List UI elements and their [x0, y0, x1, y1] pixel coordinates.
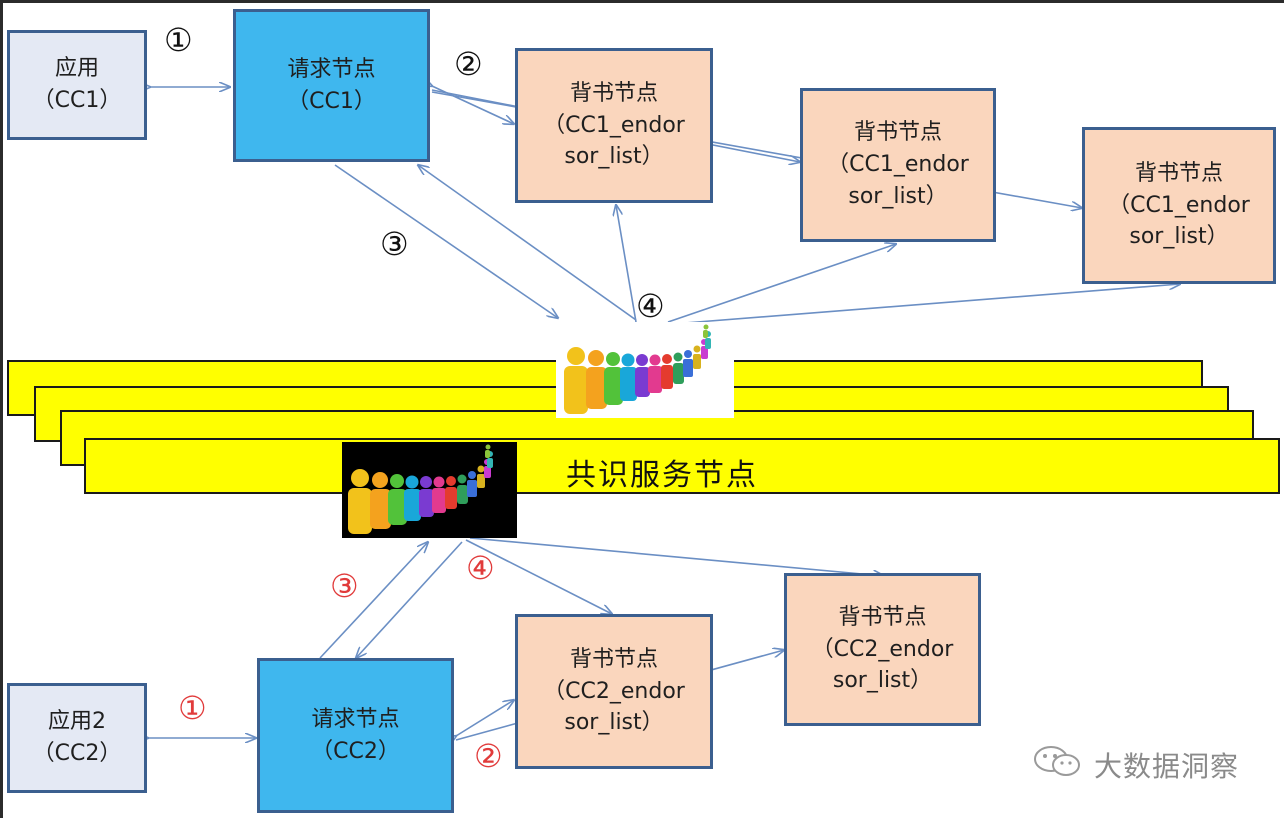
bottom-app-box: 应用2 （CC2） — [7, 683, 147, 793]
arrow-top-consensus-end3 — [671, 284, 1180, 325]
arrow-bottom-req-consensus — [319, 542, 428, 659]
arrow-bottom-consensus-end2 — [469, 537, 884, 576]
top-endorser-3-line1: （CC1_endor — [1108, 192, 1250, 218]
top-request-title: 请求节点 — [287, 56, 376, 82]
people-queue-image-bottom — [342, 442, 517, 538]
top-endorser-2-line2: sor_list） — [848, 183, 948, 209]
bottom-step-1: ① — [178, 689, 207, 727]
people-queue-image-top — [556, 322, 734, 418]
bottom-endorser-node-1: 背书节点 （CC2_endor sor_list） — [515, 614, 713, 769]
top-endorser-3-line2: sor_list） — [1129, 224, 1229, 250]
top-app-title: 应用 — [54, 56, 99, 82]
arrow-top-consensus-end1 — [616, 205, 637, 323]
top-app-box: 应用 （CC1） — [7, 30, 147, 140]
top-endorser-node-2: 背书节点 （CC1_endor sor_list） — [800, 88, 996, 242]
bottom-app-title: 应用2 — [48, 709, 106, 735]
bottom-endorser-2-line2: sor_list） — [832, 668, 933, 694]
arrow-bottom-consensus-end1 — [465, 539, 612, 614]
top-endorser-1-line1: （CC1_endor — [543, 112, 685, 138]
bottom-endorser-2-title: 背书节点 — [838, 604, 927, 630]
top-request-node-box: 请求节点 （CC1） — [233, 9, 430, 162]
bottom-endorser-1-title: 背书节点 — [569, 646, 658, 672]
top-step-1: ① — [164, 21, 193, 59]
top-endorser-1-line2: sor_list） — [564, 144, 664, 170]
top-endorser-node-1: 背书节点 （CC1_endor sor_list） — [515, 48, 713, 203]
top-app-sub: （CC1） — [32, 88, 122, 113]
consensus-service-node-label: 共识服务节点 — [566, 458, 758, 493]
top-step-3: ③ — [380, 225, 409, 263]
top-step-4: ④ — [636, 287, 665, 325]
watermark: 大数据洞察 — [1032, 744, 1239, 785]
top-endorser-2-title: 背书节点 — [853, 120, 942, 146]
arrow-top-req-consensus — [334, 164, 558, 318]
bottom-endorser-1-line2: sor_list） — [564, 710, 664, 736]
people-figures-bottom — [348, 444, 493, 534]
watermark-text: 大数据洞察 — [1094, 749, 1240, 783]
top-endorser-2-line1: （CC1_endor — [827, 152, 969, 178]
top-step-2: ② — [454, 45, 483, 83]
bottom-step-4: ④ — [466, 549, 495, 587]
bottom-app-sub: （CC2） — [32, 741, 122, 766]
wechat-icon — [1032, 744, 1084, 785]
top-endorser-node-3: 背书节点 （CC1_endor sor_list） — [1082, 127, 1276, 284]
arrow-bottom-req-end1 — [456, 700, 514, 736]
bottom-endorser-node-2: 背书节点 （CC2_endor sor_list） — [784, 573, 981, 726]
bottom-step-3: ③ — [330, 567, 359, 605]
bottom-step-2: ② — [474, 737, 503, 775]
bottom-request-title: 请求节点 — [311, 706, 400, 732]
consensus-band-4 — [84, 438, 1280, 494]
bottom-endorser-1-line1: （CC2_endor — [543, 678, 685, 704]
top-endorser-1-title: 背书节点 — [569, 80, 658, 106]
arrow-bottom-consensus-req — [356, 541, 463, 658]
bottom-request-node-box: 请求节点 （CC2） — [257, 658, 454, 813]
arrow-top-consensus-req — [418, 165, 637, 321]
top-endorser-3-title: 背书节点 — [1134, 160, 1223, 186]
top-request-sub: （CC1） — [287, 88, 376, 114]
people-figures-top — [564, 324, 711, 414]
bottom-request-sub: （CC2） — [311, 738, 400, 764]
arrow-top-consensus-end2 — [667, 244, 896, 323]
bottom-endorser-2-line1: （CC2_endor — [811, 636, 954, 662]
